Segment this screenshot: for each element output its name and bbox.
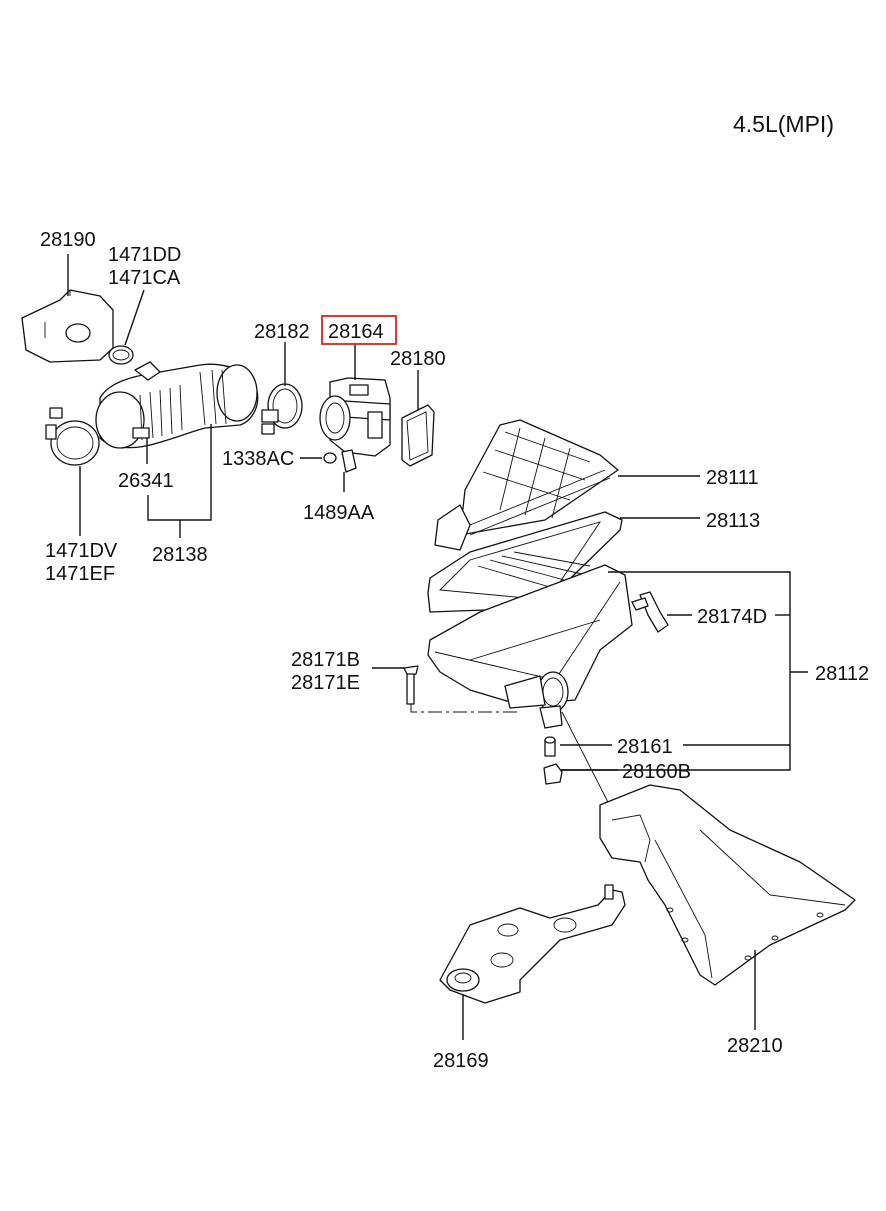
part-1489AA-drawing	[341, 449, 357, 473]
label-28180[interactable]: 28180	[390, 348, 446, 370]
label-28171B[interactable]: 28171B	[291, 649, 360, 671]
label-28174D[interactable]: 28174D	[697, 606, 767, 628]
label-28190[interactable]: 28190	[40, 229, 96, 251]
label-1338AC[interactable]: 1338AC	[222, 448, 294, 470]
highlight-28164	[321, 315, 397, 345]
label-28112[interactable]: 28112	[815, 663, 869, 685]
label-1471DD[interactable]: 1471DD	[108, 244, 181, 266]
label-1471DV[interactable]: 1471DV	[45, 540, 118, 562]
engine-label: 4.5L(MPI)	[733, 111, 834, 137]
part-1338AC-drawing	[323, 452, 337, 464]
label-28171E[interactable]: 28171E	[291, 672, 360, 694]
part-28164-drawing	[319, 377, 391, 457]
part-28171B-drawing	[403, 665, 419, 705]
part-28161-drawing	[544, 736, 556, 757]
label-26341[interactable]: 26341	[118, 470, 174, 492]
part-28182-drawing	[261, 383, 303, 435]
label-28164[interactable]: 28164	[328, 321, 384, 343]
part-28174D-drawing	[631, 591, 669, 633]
dashline-28171B	[410, 704, 520, 713]
part-28169-drawing	[439, 884, 626, 1004]
label-28138[interactable]: 28138	[152, 544, 208, 566]
part-1471DV-drawing	[45, 407, 100, 466]
label-1471EF[interactable]: 1471EF	[45, 563, 115, 585]
part-28112-drawing	[427, 564, 633, 729]
leader-1471DD	[124, 289, 145, 346]
label-28182[interactable]: 28182	[254, 321, 310, 343]
label-28113[interactable]: 28113	[706, 510, 760, 532]
part-28210-drawing	[599, 784, 856, 986]
label-28169[interactable]: 28169	[433, 1050, 489, 1072]
part-1471DD-drawing	[108, 345, 134, 365]
part-28111-drawing	[434, 419, 619, 551]
label-28160B[interactable]: 28160B	[622, 761, 691, 783]
label-28210[interactable]: 28210	[727, 1035, 783, 1057]
guide-line-case-duct	[561, 711, 613, 811]
part-28180-drawing	[401, 404, 435, 467]
label-28161[interactable]: 28161	[617, 736, 673, 758]
part-28113-drawing	[427, 511, 623, 613]
label-1471CA[interactable]: 1471CA	[108, 267, 181, 289]
bracket-28112	[560, 571, 791, 771]
part-28160B-drawing	[543, 763, 563, 785]
part-28138-drawing	[95, 361, 259, 449]
label-1489AA[interactable]: 1489AA	[303, 502, 375, 524]
label-28111[interactable]: 28111	[706, 467, 759, 489]
part-28190-drawing	[21, 289, 114, 363]
